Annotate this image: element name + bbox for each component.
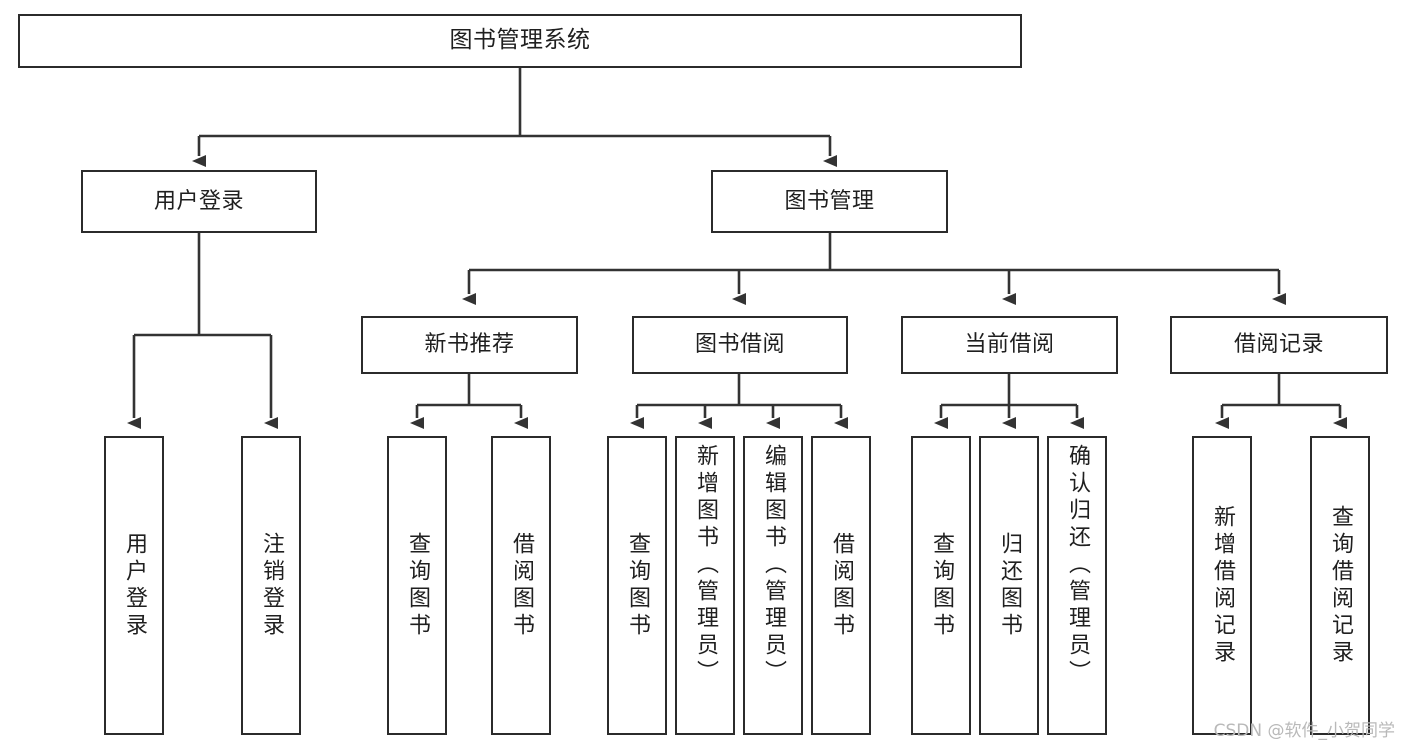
leaf-return-book[interactable]: 归还图书 xyxy=(979,436,1039,735)
leaf-query-book-1[interactable]: 查询图书 xyxy=(387,436,447,735)
leaf-borrow-book-2-label: 借阅图书 xyxy=(829,531,854,640)
node-current-borrow[interactable]: 当前借阅 xyxy=(901,316,1118,374)
leaf-confirm-return[interactable]: 确认归还（管理员） xyxy=(1047,436,1107,735)
leaf-user-login-label: 用户登录 xyxy=(122,531,147,640)
leaf-borrow-book-1[interactable]: 借阅图书 xyxy=(491,436,551,735)
leaf-query-book-3[interactable]: 查询图书 xyxy=(911,436,971,735)
leaf-query-book-3-label: 查询图书 xyxy=(929,531,954,640)
node-book-borrow[interactable]: 图书借阅 xyxy=(632,316,848,374)
leaf-confirm-return-label: 确认归还（管理员） xyxy=(1065,444,1090,687)
node-root-label: 图书管理系统 xyxy=(449,27,591,54)
leaf-query-record-label: 查询借阅记录 xyxy=(1328,504,1353,667)
node-book-borrow-label: 图书借阅 xyxy=(694,332,785,358)
node-root[interactable]: 图书管理系统 xyxy=(18,14,1022,68)
leaf-query-book-1-label: 查询图书 xyxy=(405,531,430,640)
leaf-add-record[interactable]: 新增借阅记录 xyxy=(1192,436,1252,735)
node-borrow-records-label: 借阅记录 xyxy=(1233,332,1324,358)
node-book-management[interactable]: 图书管理 xyxy=(711,170,948,233)
leaf-add-book[interactable]: 新增图书（管理员） xyxy=(675,436,735,735)
leaf-query-book-2[interactable]: 查询图书 xyxy=(607,436,667,735)
node-new-book-recommend[interactable]: 新书推荐 xyxy=(361,316,578,374)
leaf-edit-book[interactable]: 编辑图书（管理员） xyxy=(743,436,803,735)
node-user-login[interactable]: 用户登录 xyxy=(81,170,317,233)
node-current-borrow-label: 当前借阅 xyxy=(964,332,1055,358)
node-new-book-recommend-label: 新书推荐 xyxy=(424,332,515,358)
leaf-query-book-2-label: 查询图书 xyxy=(625,531,650,640)
leaf-user-login[interactable]: 用户登录 xyxy=(104,436,164,735)
leaf-edit-book-label: 编辑图书（管理员） xyxy=(761,444,786,687)
leaf-logout-label: 注销登录 xyxy=(259,531,284,640)
leaf-add-book-label: 新增图书（管理员） xyxy=(693,444,718,687)
watermark-text: CSDN @软件_小贺同学 xyxy=(1213,721,1395,741)
node-book-management-label: 图书管理 xyxy=(784,188,875,214)
leaf-add-record-label: 新增借阅记录 xyxy=(1210,504,1235,667)
leaf-return-book-label: 归还图书 xyxy=(997,531,1022,640)
leaf-borrow-book-2[interactable]: 借阅图书 xyxy=(811,436,871,735)
leaf-borrow-book-1-label: 借阅图书 xyxy=(509,531,534,640)
leaf-query-record[interactable]: 查询借阅记录 xyxy=(1310,436,1370,735)
leaf-logout[interactable]: 注销登录 xyxy=(241,436,301,735)
node-user-login-label: 用户登录 xyxy=(153,188,244,214)
node-borrow-records[interactable]: 借阅记录 xyxy=(1170,316,1388,374)
